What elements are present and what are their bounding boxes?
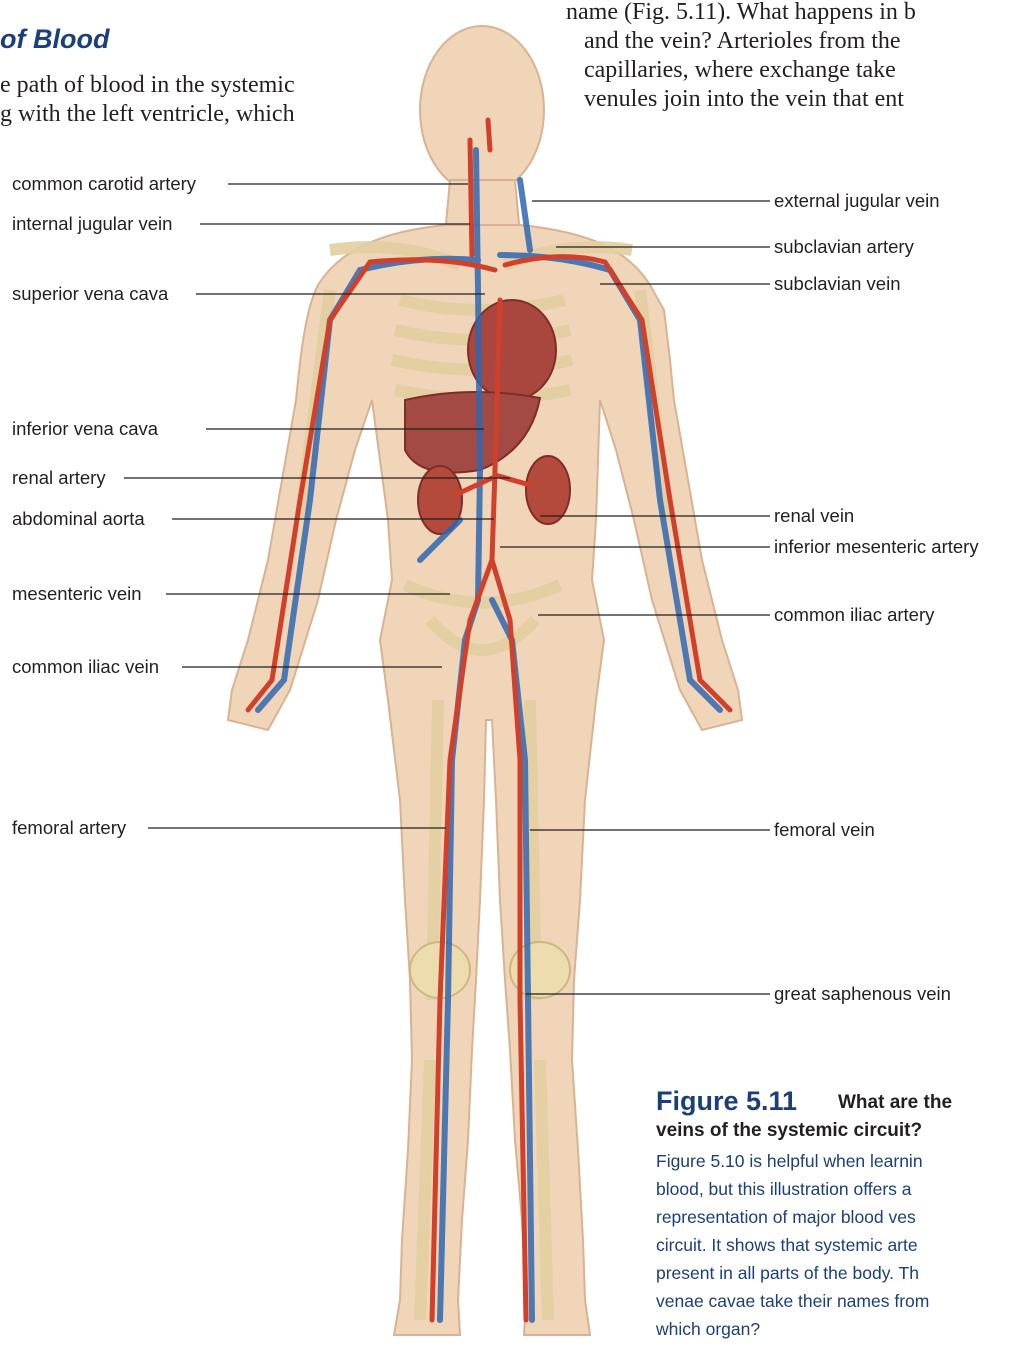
label-common-iliac-vein: common iliac vein — [12, 656, 159, 678]
label-superior-vena-cava: superior vena cava — [12, 283, 168, 305]
label-renal-vein: renal vein — [774, 505, 854, 527]
label-internal-jugular-vein: internal jugular vein — [12, 213, 172, 235]
caption-question-line-1: What are the — [838, 1092, 952, 1114]
caption-body-line-6: venae cavae take their names from — [656, 1287, 929, 1315]
label-common-iliac-artery: common iliac artery — [774, 604, 934, 626]
caption-body-line-1: Figure 5.10 is helpful when learnin — [656, 1147, 923, 1175]
label-femoral-artery: femoral artery — [12, 817, 126, 839]
left-kidney — [526, 456, 570, 524]
label-abdominal-aorta: abdominal aorta — [12, 508, 145, 530]
caption-body-line-3: representation of major blood ves — [656, 1203, 916, 1231]
label-external-jugular-vein: external jugular vein — [774, 190, 940, 212]
label-common-carotid-artery: common carotid artery — [12, 173, 196, 195]
label-inferior-vena-cava: inferior vena cava — [12, 418, 158, 440]
caption-body-line-5: present in all parts of the body. Th — [656, 1259, 919, 1287]
label-mesenteric-vein: mesenteric vein — [12, 583, 142, 605]
label-femoral-vein: femoral vein — [774, 819, 875, 841]
caption-body-line-4: circuit. It shows that systemic arte — [656, 1231, 918, 1259]
label-great-saphenous-vein: great saphenous vein — [774, 983, 951, 1005]
caption-question-line-2: veins of the systemic circuit? — [656, 1120, 922, 1142]
knee-caps — [410, 942, 570, 998]
caption-body-line-2: blood, but this illustration offers a — [656, 1175, 912, 1203]
label-subclavian-vein: subclavian vein — [774, 273, 901, 295]
caption-body-line-7: which organ? — [656, 1315, 760, 1343]
figure-number: Figure 5.11 — [656, 1086, 797, 1117]
label-subclavian-artery: subclavian artery — [774, 236, 914, 258]
label-inferior-mesenteric-artery: inferior mesenteric artery — [774, 536, 979, 558]
label-renal-artery: renal artery — [12, 467, 106, 489]
